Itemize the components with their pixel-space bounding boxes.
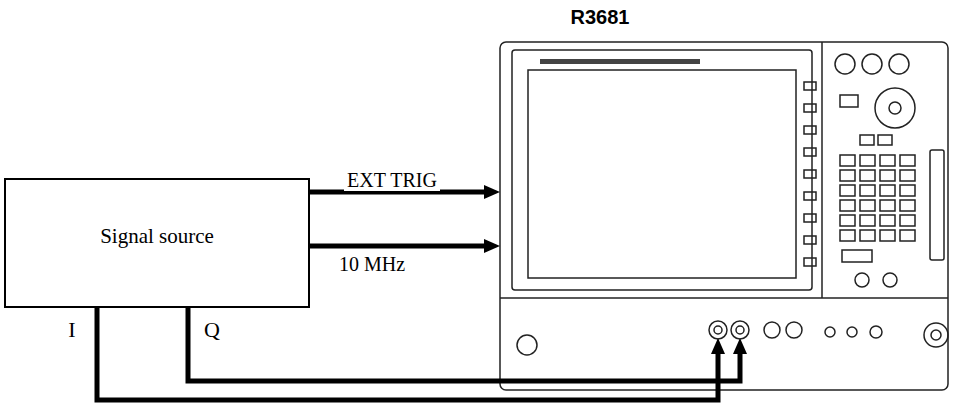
rf-input-connector	[931, 330, 941, 340]
keypad-key	[880, 170, 895, 181]
arrow-key	[840, 95, 858, 107]
arrow-key	[878, 135, 892, 145]
connector	[764, 322, 780, 338]
keypad-key	[900, 230, 915, 241]
rf-input-connector	[924, 323, 948, 347]
keypad-key	[900, 200, 915, 211]
soft-key	[804, 258, 816, 266]
soft-key	[804, 192, 816, 200]
connector	[883, 273, 897, 287]
instrument-body	[500, 42, 948, 390]
soft-key	[804, 214, 816, 222]
panel-divider	[500, 297, 948, 299]
keypad-key	[860, 200, 875, 211]
analyzer-instrument: R3681	[500, 42, 948, 390]
soft-key	[804, 126, 816, 134]
keypad-key	[900, 155, 915, 166]
keypad-key	[900, 185, 915, 196]
keypad-key	[880, 215, 895, 226]
soft-key	[804, 170, 816, 178]
panel-divider	[821, 42, 823, 298]
screen-bezel	[512, 50, 812, 290]
signal-source-box: Signal source	[4, 178, 310, 308]
soft-key	[804, 148, 816, 156]
soft-key	[804, 104, 816, 112]
i-signal-label: I	[65, 318, 78, 342]
keypad-key	[860, 230, 875, 241]
model-name: R3681	[571, 6, 630, 29]
keypad-key	[860, 215, 875, 226]
top-button	[835, 54, 855, 74]
connector	[870, 326, 882, 338]
trigger-signal-label: EXT TRIG	[344, 169, 440, 191]
connector	[825, 327, 835, 337]
keypad-key	[880, 200, 895, 211]
keypad-key	[840, 185, 855, 196]
keypad-key	[860, 155, 875, 166]
keypad-key	[880, 230, 895, 241]
q-signal-label: Q	[201, 318, 223, 342]
signal-cable	[188, 308, 740, 381]
keypad-key	[880, 185, 895, 196]
connector	[855, 273, 869, 287]
screen	[528, 70, 796, 278]
signal-cable	[310, 244, 485, 249]
i-input-connector	[714, 326, 722, 334]
top-button	[889, 54, 909, 74]
keypad-key	[840, 230, 855, 241]
keypad-key	[900, 215, 915, 226]
arrow-key	[860, 135, 874, 145]
key	[842, 250, 872, 262]
keypad-key	[900, 170, 915, 181]
side-slot	[930, 150, 944, 260]
box-label: Signal source	[100, 224, 214, 248]
q-input-connector	[731, 321, 749, 339]
keypad-key	[860, 185, 875, 196]
brand-strip	[540, 59, 700, 64]
keypad-key	[840, 200, 855, 211]
q-input-connector	[736, 326, 744, 334]
power-button	[517, 335, 537, 355]
keypad-key	[840, 215, 855, 226]
reference-signal-label: 10 MHz	[336, 253, 408, 275]
keypad-key	[840, 155, 855, 166]
keypad-key	[880, 155, 895, 166]
connector	[786, 322, 802, 338]
keypad-key	[860, 170, 875, 181]
rotary-knob	[875, 88, 915, 128]
keypad-key	[840, 170, 855, 181]
i-input-connector	[709, 321, 727, 339]
connector	[847, 327, 857, 337]
soft-key	[804, 82, 816, 90]
soft-key	[804, 236, 816, 244]
rotary-knob	[889, 102, 901, 114]
top-button	[862, 54, 882, 74]
